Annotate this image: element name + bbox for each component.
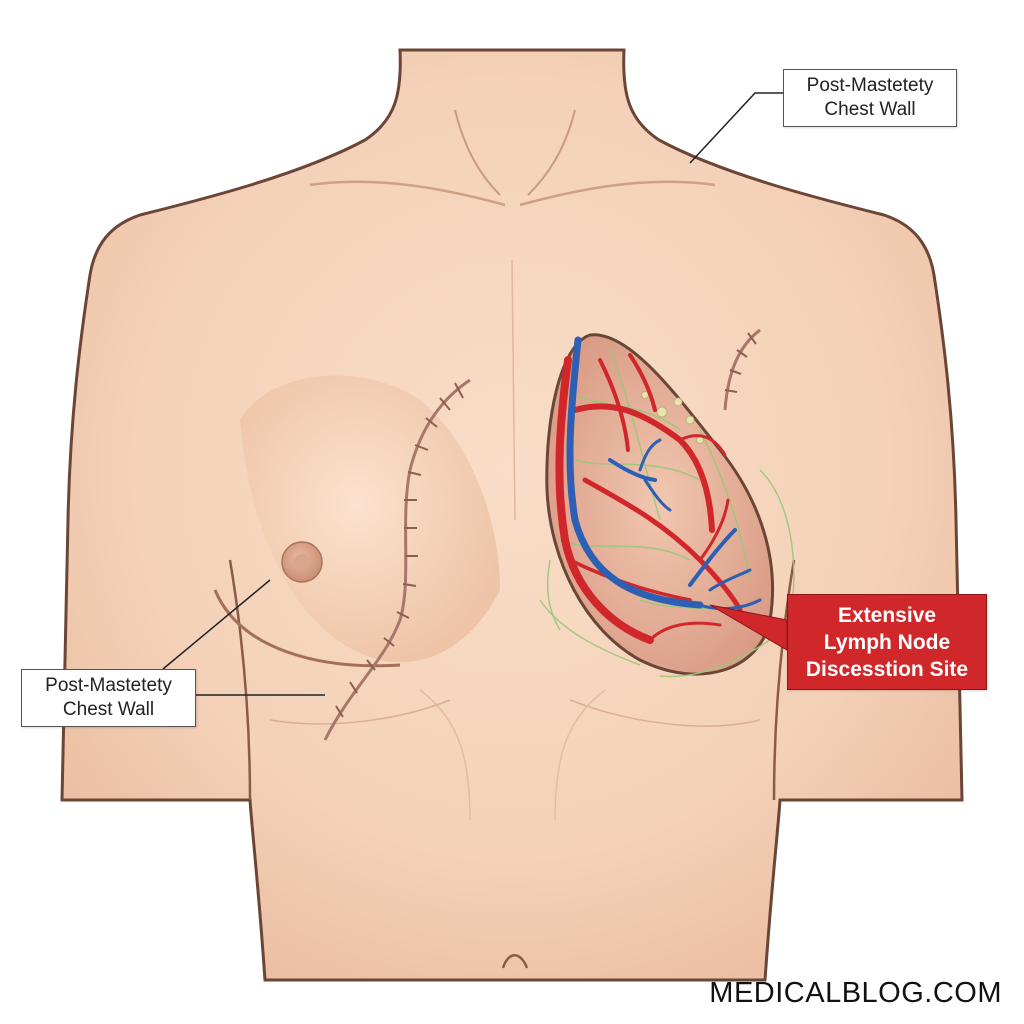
callout-red-line3: Discesstion Site <box>805 658 969 681</box>
abdomen-line-1 <box>419 689 471 821</box>
abdomen-line-2 <box>554 689 606 821</box>
nipple-center <box>294 554 310 570</box>
right-armpit-line <box>772 559 796 801</box>
left-breast <box>240 375 500 663</box>
cutaway-outline <box>545 333 774 676</box>
surgical-scar <box>323 378 471 741</box>
shoulder-scar-stitches <box>724 332 757 393</box>
callout-lymph-node-site: Extensive Lymph Node Discesstion Site <box>787 594 987 690</box>
callout-red-line1: Extensive <box>837 604 937 627</box>
right-clavicle <box>519 180 716 207</box>
scar-stitches <box>335 382 464 718</box>
neck-line-left <box>454 109 501 196</box>
lymph-nodes <box>641 391 704 444</box>
leader-lines <box>162 92 783 696</box>
dissection-cutaway <box>539 333 795 678</box>
callout-left-line2: Chest Wall <box>62 699 155 720</box>
left-clavicle <box>309 180 506 207</box>
left-armpit-line <box>228 559 252 801</box>
sternum-line <box>511 259 516 521</box>
arteries <box>555 353 743 644</box>
torso-body <box>60 48 964 982</box>
rib-line-1 <box>269 699 451 725</box>
rib-line-2 <box>569 699 761 727</box>
callout-top-line2: Chest Wall <box>824 99 916 120</box>
callout-left-chest-wall: Post-Mastetety Chest Wall <box>21 669 196 727</box>
callout-left-line1: Post-Mastetety <box>45 675 172 696</box>
callout-top-line1: Post-Mastetety <box>806 75 934 96</box>
callout-red-line2: Lymph Node <box>823 631 951 654</box>
watermark: MEDICALBLOG.COM <box>709 977 1002 1009</box>
navel <box>501 954 529 969</box>
callout-top-chest-wall: Post-Mastetety Chest Wall <box>783 69 957 127</box>
leader-line-left-1 <box>162 579 271 670</box>
shoulder-scar <box>723 328 761 411</box>
leader-line-top <box>689 92 783 164</box>
veins <box>566 336 762 611</box>
neck-line-right <box>527 109 576 196</box>
left-breast-underline <box>213 589 401 668</box>
